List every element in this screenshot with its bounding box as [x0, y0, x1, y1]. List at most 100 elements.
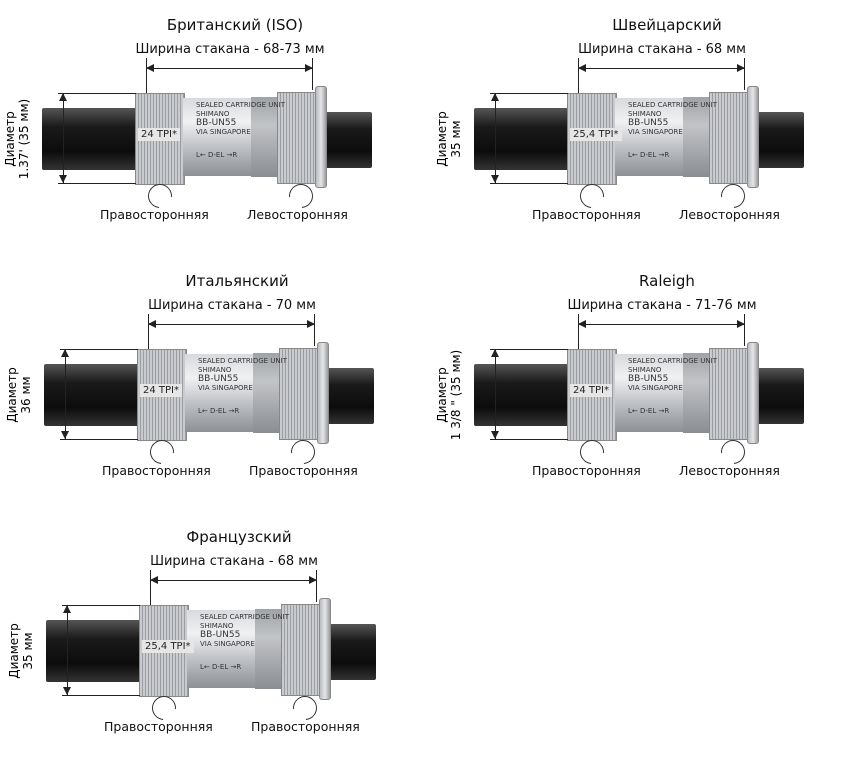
- marking-model: BB-UN55: [628, 374, 669, 384]
- left-spindle: [474, 364, 570, 426]
- right-thread-direction: Правосторонняя: [249, 463, 358, 478]
- diameter-ext-bottom: [60, 439, 138, 440]
- right-spindle: [324, 368, 374, 424]
- marking-origin: VIA SINGAPORE: [628, 384, 683, 392]
- arrow-right-icon: [309, 576, 317, 584]
- arrow-up-icon: [491, 349, 499, 357]
- panel-title: Raleigh: [639, 272, 695, 290]
- diameter-label-line: Диаметр: [7, 623, 21, 679]
- marking-direction: L← D-EL →R: [196, 151, 238, 159]
- arrow-right-icon: [737, 64, 745, 72]
- arrow-down-icon: [61, 431, 69, 439]
- arrow-down-icon: [59, 175, 67, 183]
- marking-brand: SHIMANO: [200, 622, 234, 630]
- width-extension-left: [578, 314, 579, 350]
- right-threaded-cup: [709, 92, 751, 184]
- diameter-label-line: 1.37' (35 мм): [17, 98, 31, 180]
- diameter-dimension-line: [67, 605, 68, 695]
- right-cup-flange: [315, 86, 327, 188]
- arrow-down-icon: [63, 687, 71, 695]
- marking-brand: SHIMANO: [196, 110, 230, 118]
- marking-model: BB-UN55: [200, 630, 241, 640]
- width-extension-right: [314, 314, 315, 346]
- marking-model: BB-UN55: [196, 118, 237, 128]
- arrow-right-icon: [305, 64, 313, 72]
- width-dimension-line: [146, 68, 312, 69]
- marking-origin: VIA SINGAPORE: [196, 128, 251, 136]
- diameter-label-line: Диаметр: [5, 367, 19, 423]
- left-thread-direction: Правосторонняя: [532, 463, 641, 478]
- shell-width-label: Ширина стакана - 68 мм: [578, 42, 746, 57]
- panel-title: Итальянский: [185, 272, 289, 290]
- tpi-label: 24 TPI*: [570, 384, 612, 397]
- arrow-right-icon: [737, 320, 745, 328]
- right-cup-flange: [747, 342, 759, 444]
- arrow-up-icon: [61, 349, 69, 357]
- diameter-label-line: Диаметр: [435, 111, 449, 167]
- sleeve-band: [683, 97, 709, 177]
- right-thread-direction: Левосторонняя: [679, 207, 780, 222]
- arrow-up-icon: [59, 93, 67, 101]
- marking-direction: L← D-EL →R: [200, 663, 242, 671]
- sleeve-band: [255, 609, 281, 689]
- center-sleeve: [615, 354, 683, 432]
- marking-brand: SHIMANO: [628, 366, 662, 374]
- width-dimension-line: [578, 68, 744, 69]
- left-thread-direction: Правосторонняя: [102, 463, 211, 478]
- left-spindle: [44, 364, 140, 426]
- width-extension-right: [744, 58, 745, 90]
- left-thread-direction: Правосторонняя: [532, 207, 641, 222]
- marking-brand: SHIMANO: [198, 366, 232, 374]
- arrow-right-icon: [307, 320, 315, 328]
- width-extension-right: [312, 58, 313, 90]
- marking-direction: L← D-EL →R: [198, 407, 240, 415]
- right-threaded-cup: [281, 604, 323, 696]
- width-dimension-line: [148, 324, 314, 325]
- left-spindle: [42, 108, 138, 170]
- marking-box: SEALED CARTRIDGE UNIT: [200, 613, 289, 621]
- marking-origin: VIA SINGAPORE: [198, 384, 253, 392]
- right-spindle: [754, 368, 804, 424]
- panel-title: Швейцарский: [612, 16, 722, 34]
- diameter-label-line: 1 3/8 " (35 мм): [449, 349, 463, 441]
- right-thread-direction: Правосторонняя: [251, 719, 360, 734]
- right-spindle: [754, 112, 804, 168]
- width-extension-right: [316, 570, 317, 602]
- width-extension-right: [744, 314, 745, 346]
- marking-box: SEALED CARTRIDGE UNIT: [198, 357, 287, 365]
- marking-model: BB-UN55: [628, 118, 669, 128]
- tpi-label: 25,4 TPI*: [142, 640, 194, 653]
- panel-title: Французский: [186, 528, 292, 546]
- arrow-left-icon: [578, 320, 586, 328]
- left-thread-direction: Правосторонняя: [104, 719, 213, 734]
- shell-width-label: Ширина стакана - 68-73 мм: [135, 42, 325, 57]
- diameter-label-line: 35 мм: [21, 632, 35, 670]
- marking-brand: SHIMANO: [628, 110, 662, 118]
- right-threaded-cup: [277, 92, 319, 184]
- center-sleeve: [183, 98, 251, 176]
- right-thread-direction: Левосторонняя: [679, 463, 780, 478]
- marking-direction: L← D-EL →R: [628, 151, 670, 159]
- diameter-label-line: Диаметр: [435, 367, 449, 423]
- right-cup-flange: [747, 86, 759, 188]
- diameter-dimension-line: [495, 93, 496, 183]
- marking-box: SEALED CARTRIDGE UNIT: [628, 357, 717, 365]
- diameter-dimension-line: [495, 349, 496, 439]
- right-cup-flange: [319, 598, 331, 700]
- diameter-label-line: 36 мм: [19, 376, 33, 414]
- sleeve-band: [683, 353, 709, 433]
- tpi-label: 24 TPI*: [140, 384, 182, 397]
- marking-origin: VIA SINGAPORE: [200, 640, 255, 648]
- width-extension-left: [578, 58, 579, 94]
- left-spindle: [474, 108, 570, 170]
- left-thread-direction: Правосторонняя: [100, 207, 209, 222]
- marking-direction: L← D-EL →R: [628, 407, 670, 415]
- arrow-left-icon: [146, 64, 154, 72]
